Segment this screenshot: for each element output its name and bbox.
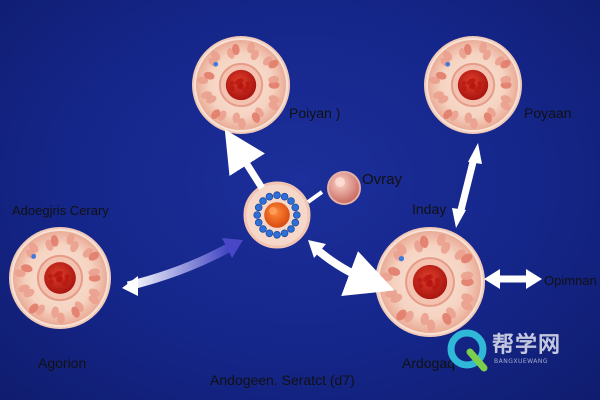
watermark-text: 帮学网 bbox=[492, 333, 562, 358]
arrow-left-head bbox=[122, 276, 138, 296]
label-top-right: Poyaan bbox=[524, 105, 572, 121]
arrow-right-head-blue bbox=[222, 238, 243, 258]
label-center-small: Ovray bbox=[362, 171, 403, 188]
label-far-right: Opimnan bbox=[544, 273, 597, 288]
arrow-zygote-to-bottom-right bbox=[311, 243, 395, 297]
arrow-left-cell-to-zygote bbox=[126, 242, 235, 291]
label-bottom-center: Andogeen. Seratct (d7) bbox=[210, 372, 355, 388]
arrow-group bbox=[122, 129, 542, 297]
arrow-to-egg bbox=[306, 190, 324, 204]
arrow-far-right-left-head bbox=[484, 269, 500, 289]
arrow-right-vertical-up-head bbox=[468, 143, 482, 164]
cell-top-middle-icon bbox=[192, 36, 290, 134]
arrow-zygote-tail-head bbox=[308, 240, 326, 258]
watermark-logo-icon bbox=[447, 329, 488, 372]
watermark-subtext: BANGXUEWANG bbox=[494, 358, 548, 365]
label-bottom-left: Agorion bbox=[38, 355, 87, 371]
cell-group bbox=[9, 36, 522, 337]
arrow-right-vertical bbox=[456, 157, 478, 215]
zygote-cell-icon bbox=[243, 181, 311, 249]
cell-top-right-icon bbox=[424, 36, 522, 134]
cell-left-icon bbox=[9, 227, 111, 329]
arrow-to-top-cell bbox=[224, 129, 265, 190]
egg-icon bbox=[327, 171, 361, 205]
label-right-mid: Inday bbox=[412, 201, 447, 217]
arrow-right-vertical-down-head bbox=[452, 208, 466, 228]
label-top-middle: Poiyan ) bbox=[289, 105, 341, 121]
label-left-top: Adoegjris Cerary bbox=[12, 203, 109, 218]
cell-bottom-right-icon bbox=[375, 227, 485, 337]
label-bottom-right: Ardogaq bbox=[402, 355, 455, 371]
arrow-far-right-right-head bbox=[526, 269, 542, 289]
watermark: 帮学网 BANGXUEWANG bbox=[446, 325, 596, 375]
